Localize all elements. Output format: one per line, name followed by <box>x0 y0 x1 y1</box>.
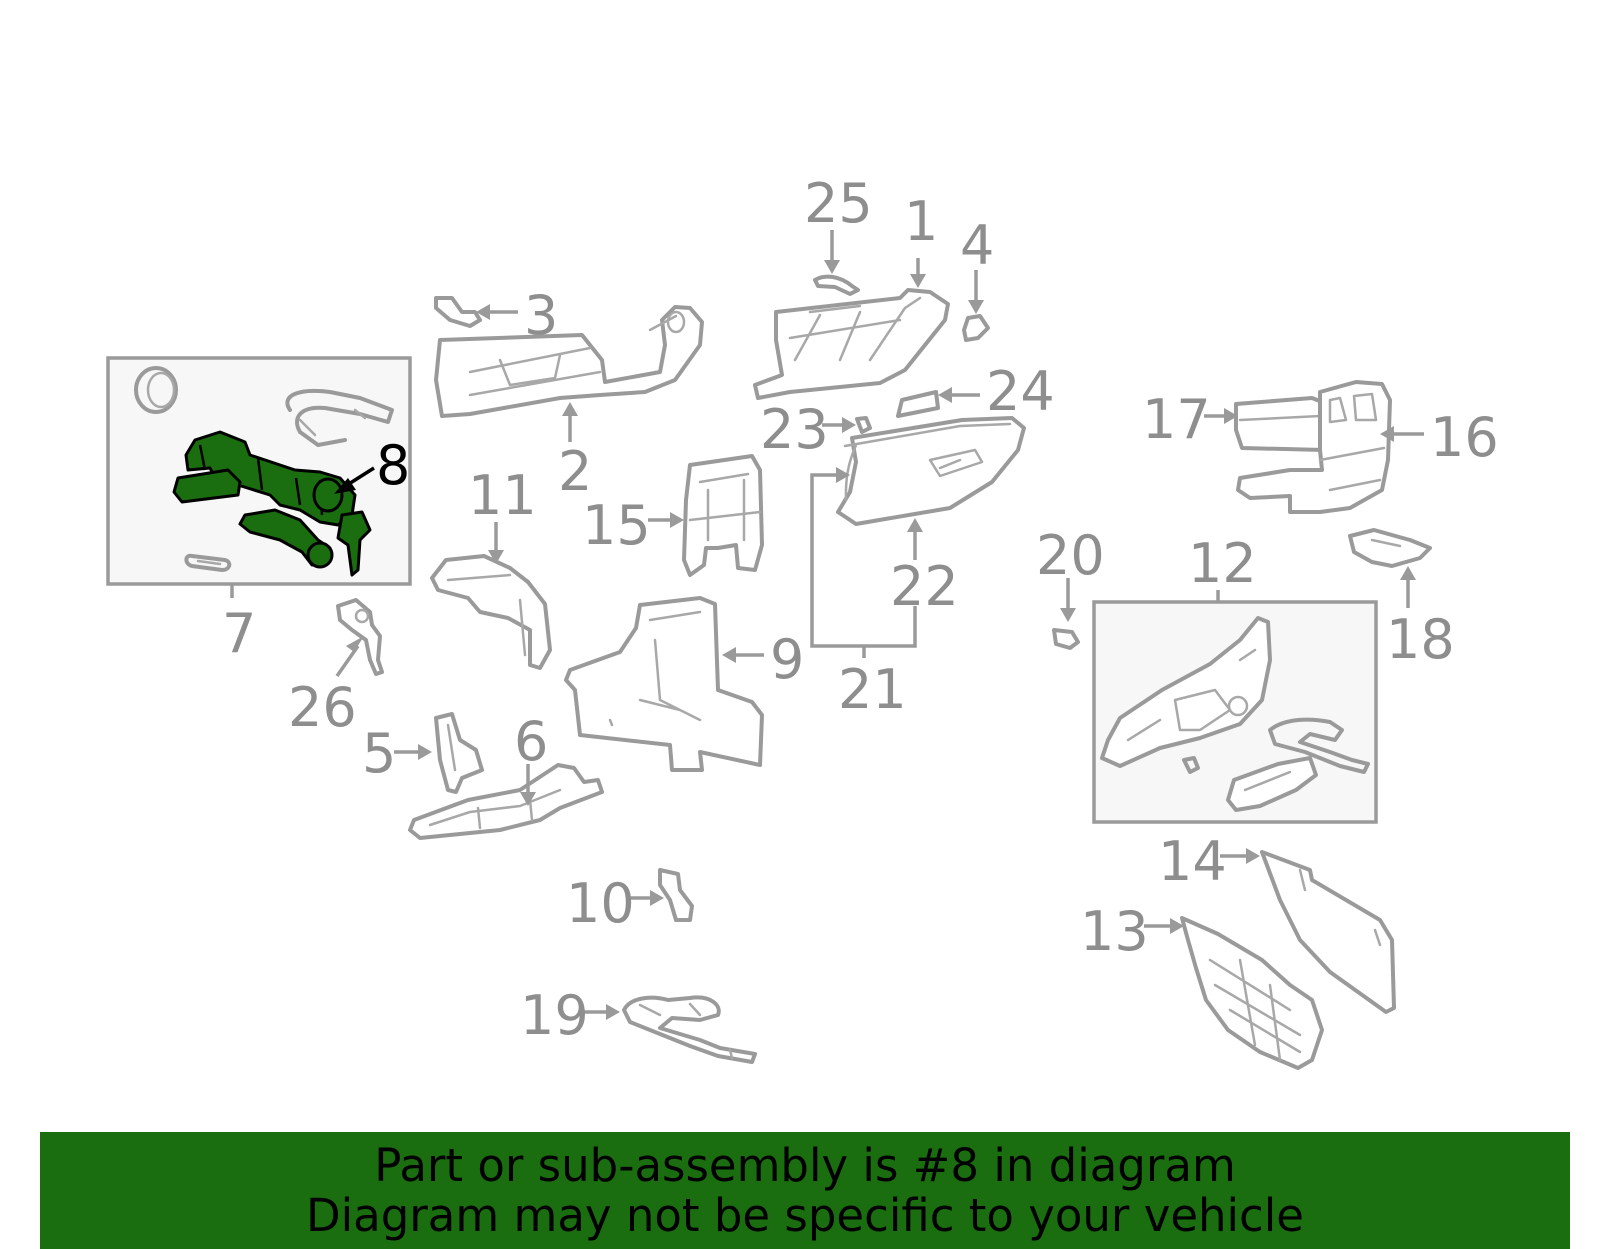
part-2-lower-panel[interactable] <box>434 305 704 418</box>
label-8: 8 <box>376 434 410 497</box>
label-11: 11 <box>468 464 537 527</box>
part-10-bracket[interactable] <box>658 868 694 922</box>
part-26-key[interactable] <box>336 598 384 676</box>
label-21: 21 <box>838 658 907 721</box>
label-14: 14 <box>1158 830 1227 893</box>
label-18: 18 <box>1386 608 1455 671</box>
label-7: 7 <box>222 602 256 665</box>
part-1-glove-box-housing[interactable] <box>753 288 950 400</box>
label-6: 6 <box>514 710 548 773</box>
part-16-glove-box-bin[interactable] <box>1236 380 1392 514</box>
banner-line-2: Diagram may not be specific to your vehi… <box>306 1188 1304 1242</box>
label-17: 17 <box>1142 388 1211 451</box>
label-10: 10 <box>566 872 635 935</box>
assembly-box-12 <box>1092 600 1378 824</box>
label-19: 19 <box>520 984 589 1047</box>
label-20: 20 <box>1036 524 1105 587</box>
part-14-side-panel[interactable] <box>1260 850 1396 1014</box>
part-20-bulb[interactable] <box>1052 628 1080 650</box>
label-1: 1 <box>904 190 938 253</box>
part-23-bumper[interactable] <box>855 416 872 434</box>
part-19-harness[interactable] <box>622 995 757 1064</box>
part-3-clip[interactable] <box>434 296 482 328</box>
label-12: 12 <box>1188 532 1257 595</box>
label-13: 13 <box>1080 900 1149 963</box>
part-5-bracket[interactable] <box>434 712 484 794</box>
assembly-box-7 <box>106 356 412 586</box>
label-26: 26 <box>288 676 357 739</box>
label-24: 24 <box>986 360 1055 423</box>
label-16: 16 <box>1430 406 1499 469</box>
part-4-clip[interactable] <box>962 314 990 342</box>
part-6-reinforcement[interactable] <box>408 763 604 840</box>
label-22: 22 <box>890 555 959 618</box>
label-23: 23 <box>760 398 829 461</box>
part-11-cover[interactable] <box>430 554 552 670</box>
label-5: 5 <box>362 722 396 785</box>
part-22-glove-box-door[interactable] <box>836 416 1026 526</box>
part-24-pad[interactable] <box>896 390 940 418</box>
banner-line-1: Part or sub-assembly is #8 in diagram <box>374 1138 1236 1192</box>
part-15-bracket[interactable] <box>682 454 764 577</box>
part-17-tray[interactable] <box>1234 396 1326 452</box>
part-13-inner-panel[interactable] <box>1180 916 1324 1070</box>
label-2: 2 <box>558 440 592 503</box>
label-15: 15 <box>582 494 651 557</box>
info-banner: Part or sub-assembly is #8 in diagram Di… <box>40 1132 1570 1249</box>
label-9: 9 <box>770 628 804 691</box>
part-25-seal[interactable] <box>813 274 860 296</box>
part-8-ignition-lock-cylinder[interactable] <box>172 430 372 577</box>
part-18-latch[interactable] <box>1348 528 1432 568</box>
label-25: 25 <box>804 172 873 235</box>
label-4: 4 <box>960 214 994 277</box>
part-9-knee-bolster[interactable] <box>564 596 764 772</box>
